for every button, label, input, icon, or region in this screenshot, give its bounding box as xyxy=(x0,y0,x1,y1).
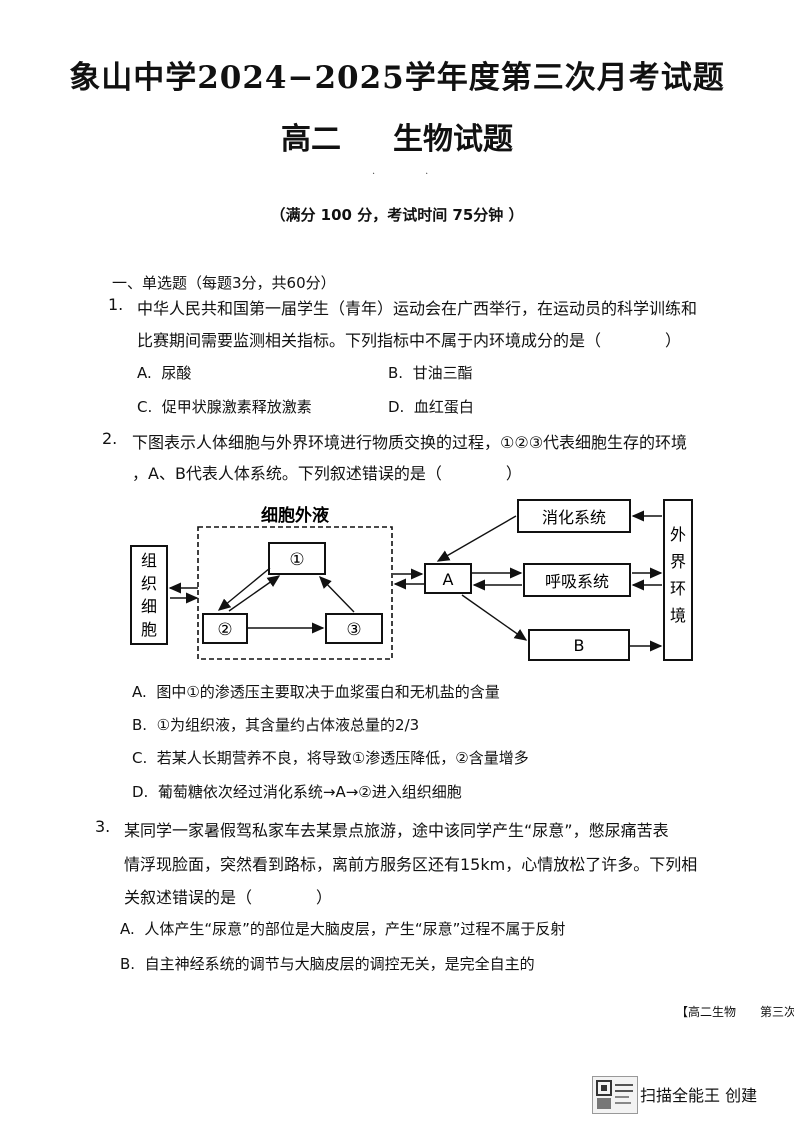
option: A. 图中①的渗透压主要取决于血浆蛋白和无机盐的含量 xyxy=(132,683,500,701)
question-line: 关叙述错误的是（ ） xyxy=(124,888,333,907)
scanner-logo-icon xyxy=(592,1076,638,1114)
node-1-label: ① xyxy=(289,550,304,570)
tissue-cell-char: 织 xyxy=(141,574,157,593)
digestive-system-label: 消化系统 xyxy=(542,508,606,527)
grade-label: 高二 xyxy=(281,122,341,157)
respiratory-system-label: 呼吸系统 xyxy=(545,572,609,591)
arrow xyxy=(461,594,528,641)
exam-tag: 【高二生物 第三次月考 xyxy=(676,1005,794,1019)
digestive-system-box xyxy=(517,499,631,533)
option: C. 若某人长期营养不良，将导致①渗透压降低，②含量增多 xyxy=(132,749,529,767)
respiratory-system-box xyxy=(523,563,631,597)
environment-char: 界 xyxy=(670,552,686,571)
arrow xyxy=(436,515,517,562)
tissue-cell-char: 胞 xyxy=(141,620,157,639)
node-2-box xyxy=(202,613,248,644)
question-line: ，A、B代表人体系统。下列叙述错误的是（ ） xyxy=(132,464,522,483)
question-line: 中华人民共和国第一届学生（青年）运动会在广西举行，在运动员的科学训练和 xyxy=(137,299,698,318)
question-number: 3. xyxy=(95,817,111,836)
option: A. 人体产生“尿意”的部位是大脑皮层，产生“尿意”过程不属于反射 xyxy=(120,920,566,938)
arrow xyxy=(319,575,355,613)
node-1-box xyxy=(268,542,326,575)
question-line: 情浮现脸面，突然看到路标，离前方服务区还有15km，心情放松了许多。下列相 xyxy=(124,855,698,874)
section-heading: 一、单选题（每题3分，共60分） xyxy=(112,274,336,292)
environment-char: 环 xyxy=(670,579,686,598)
option: B. 甘油三酯 xyxy=(388,364,473,382)
option: C. 促甲状腺激素释放激素 xyxy=(137,398,312,416)
node-3-box xyxy=(325,613,383,644)
environment-char: 境 xyxy=(670,606,686,625)
scanner-watermark: 扫描全能王 创建 xyxy=(640,1086,758,1105)
tissue-cell-char: 组 xyxy=(141,551,157,570)
external-environment-box xyxy=(663,499,693,661)
extracellular-fluid-label: 细胞外液 xyxy=(261,505,329,526)
exam-title: 象山中学2024−2025学年度第三次月考试题 xyxy=(69,60,725,96)
subject-label: 生物试题 xyxy=(393,122,513,157)
question-line: 比赛期间需要监测相关指标。下列指标中不属于内环境成分的是（ ） xyxy=(137,331,682,350)
node-2-label: ② xyxy=(217,620,232,640)
tissue-cell-char: 细 xyxy=(141,597,157,616)
node-3-label: ③ xyxy=(346,620,361,640)
question-line: 某同学一家暑假驾私家车去某景点旅游，途中该同学产生“尿意”，憋尿痛苦表 xyxy=(124,821,669,840)
arrow xyxy=(217,567,271,611)
question-line: 下图表示人体细胞与外界环境进行物质交换的过程，①②③代表细胞生存的环境 xyxy=(132,433,688,452)
option: B. 自主神经系统的调节与大脑皮层的调控无关，是完全自主的 xyxy=(120,955,535,973)
node-b-label: B xyxy=(574,636,585,655)
arrow xyxy=(228,575,281,612)
tissue-cell-box xyxy=(130,545,168,645)
scan-marks: · · xyxy=(372,169,429,180)
question-number: 2. xyxy=(102,429,118,448)
option: B. ①为组织液，其含量约占体液总量的2/3 xyxy=(132,716,420,734)
option: D. 葡萄糖依次经过消化系统→A→②进入组织细胞 xyxy=(132,783,462,801)
node-b-box xyxy=(528,629,630,661)
node-a-box xyxy=(424,563,472,594)
environment-char: 外 xyxy=(670,525,686,544)
grade-subject-line: 高二 生物试题 xyxy=(0,114,794,158)
option: D. 血红蛋白 xyxy=(388,398,474,416)
question-number: 1. xyxy=(108,295,124,314)
node-a-label: A xyxy=(443,570,454,589)
option: A. 尿酸 xyxy=(137,364,192,382)
score-info: （满分 100 分，考试时间 75分钟 ） xyxy=(270,206,524,224)
